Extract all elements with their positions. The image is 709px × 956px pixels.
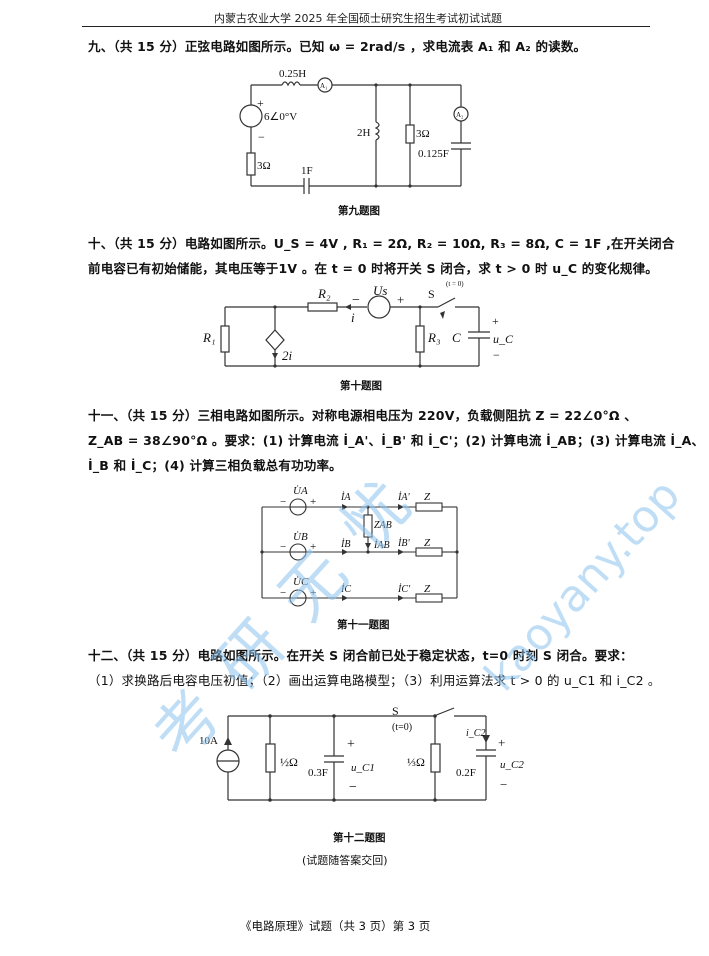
question-12-points: （共 15 分）: [126, 648, 198, 663]
question-11-text-line3: İ_B 和 İ_C；(4) 计算三相负载总有功功率。: [88, 458, 342, 473]
uc-minus-3ph: −: [280, 587, 286, 599]
ua-label: U̇A: [293, 485, 308, 497]
switch-s-label: S: [428, 287, 435, 301]
ua-minus: −: [280, 496, 286, 508]
page-header-title: 内蒙古农业大学 2025 年全国硕士研究生招生考试初试试题: [214, 12, 502, 25]
z-a-label: Z: [424, 491, 431, 503]
resistor-3ohm-parallel-label: 3Ω: [416, 128, 430, 140]
uc-plus-3ph: +: [310, 587, 316, 599]
inductor-2h-label: 2H: [357, 127, 371, 139]
uc-plus: +: [492, 314, 499, 328]
question-11: 十一、（共 15 分）三相电路如图所示。对称电源相电压为 220V，负载侧阻抗 …: [88, 403, 704, 478]
source-minus: −: [258, 130, 265, 144]
uc2-plus: +: [498, 735, 505, 750]
r-half-ohm-label: ½Ω: [280, 755, 298, 769]
ammeter-a2-label: A₂: [456, 111, 464, 119]
uc-label: u_C: [493, 332, 514, 346]
us-label: Us: [373, 283, 387, 298]
ub-minus: −: [280, 541, 286, 553]
question-10-text-line1: 电路如图所示。U_S = 4V , R₁ = 2Ω, R₂ = 10Ω, R₃ …: [184, 236, 675, 251]
figure-11-caption: 第十一题图: [337, 619, 390, 631]
question-9: 九、（共 15 分）正弦电路如图所示。已知 ω = 2rad/s ，求电流表 A…: [88, 34, 586, 59]
question-10-points: （共 15 分）: [113, 236, 185, 251]
ib-label: İB: [340, 538, 350, 550]
r-third-ohm-label: ⅓Ω: [407, 755, 425, 769]
ua-plus: +: [310, 496, 316, 508]
question-9-number: 九、: [88, 39, 114, 54]
uc1-minus: −: [349, 780, 357, 795]
question-10: 十、（共 15 分）电路如图所示。U_S = 4V , R₁ = 2Ω, R₂ …: [88, 231, 675, 281]
z-b-label: Z: [424, 537, 431, 549]
question-9-points: （共 15 分）: [113, 39, 185, 54]
ic2-label: i_C2: [466, 728, 485, 739]
r2-label: R₂: [317, 286, 331, 301]
switch-time-label-12: (t=0): [392, 722, 412, 733]
current-source-10a-label: 10A: [199, 735, 218, 747]
z-c-label: Z: [424, 583, 431, 595]
question-10-text-line2: 前电容已有初始储能，其电压等于1V 。在 t = 0 时将开关 S 闭合，求 t…: [88, 261, 658, 276]
uc1-label: u_C1: [351, 762, 375, 774]
question-12-number: 十二、: [88, 648, 127, 663]
capacitor-c-label: C: [452, 330, 461, 345]
capacitor-0-125f-label: 0.125F: [418, 148, 449, 160]
r1-label: R₁: [202, 330, 215, 345]
current-i-label: i: [351, 310, 355, 325]
us-plus: +: [397, 292, 404, 307]
resistor-3ohm-series-label: 3Ω: [257, 160, 271, 172]
c1-0-3f-label: 0.3F: [308, 767, 328, 779]
figure-9-caption: 第九题图: [338, 205, 380, 217]
c2-0-2f-label: 0.2F: [456, 767, 476, 779]
question-11-points: （共 15 分）: [126, 408, 198, 423]
question-12-text-line2: （1）求换路后电容电压初值；（2）画出运算电路模型；（3）利用运算法求 t > …: [88, 673, 661, 688]
header-divider: [82, 26, 650, 27]
ia-label: İA: [340, 491, 351, 503]
answer-return-note: (试题随答案交回): [302, 854, 388, 867]
iab-label: İAB: [373, 539, 390, 551]
question-11-text-line2: Z_AB = 38∠90°Ω 。要求：(1) 计算电流 İ_A'、İ_B' 和 …: [88, 433, 705, 448]
ic-prime-label: İC': [397, 583, 411, 595]
ub-plus: +: [310, 541, 316, 553]
ib-prime-label: İB': [397, 537, 410, 549]
question-12: 十二、（共 15 分）电路如图所示。在开关 S 闭合前已处于稳定状态，t=0 时…: [88, 643, 661, 693]
question-12-text-line1: 电路如图所示。在开关 S 闭合前已处于稳定状态，t=0 时刻 S 闭合。要求：: [197, 648, 633, 663]
uc-label-3ph: U̇C: [293, 576, 309, 588]
question-11-number: 十一、: [88, 408, 127, 423]
voltage-source-label: 6∠0°V: [264, 111, 297, 123]
uc2-minus: −: [500, 777, 507, 792]
ub-label: U̇B: [293, 531, 308, 543]
dep-source-label: 2i: [282, 348, 293, 363]
ic-label: İC: [340, 583, 351, 595]
question-11-text-line1: 三相电路如图所示。对称电源相电压为 220V，负载侧阻抗 Z = 22∠0°Ω …: [197, 408, 638, 423]
page-footer: 《电路原理》试题（共 3 页）第 3 页: [240, 919, 431, 933]
inductor-0-25h-label: 0.25H: [279, 68, 306, 80]
us-minus: −: [352, 293, 360, 308]
r3-label: R₃: [427, 330, 440, 345]
ia-prime-label: İA': [397, 491, 410, 503]
uc-minus: −: [493, 348, 500, 362]
uc1-plus: +: [347, 737, 355, 752]
uc2-label: u_C2: [500, 759, 524, 771]
figure-12-caption: 第十二题图: [333, 832, 386, 844]
question-9-text: 正弦电路如图所示。已知 ω = 2rad/s ，求电流表 A₁ 和 A₂ 的读数…: [184, 39, 587, 54]
source-plus: +: [257, 96, 264, 110]
zab-label: ZAB: [374, 520, 392, 531]
capacitor-1f-label: 1F: [301, 165, 313, 177]
switch-s-label-12: S: [392, 704, 399, 718]
question-10-number: 十、: [88, 236, 114, 251]
figure-10-caption: 第十题图: [340, 380, 382, 392]
switch-time-label: (t = 0): [446, 280, 464, 288]
ammeter-a1-label: A₁: [320, 82, 328, 90]
